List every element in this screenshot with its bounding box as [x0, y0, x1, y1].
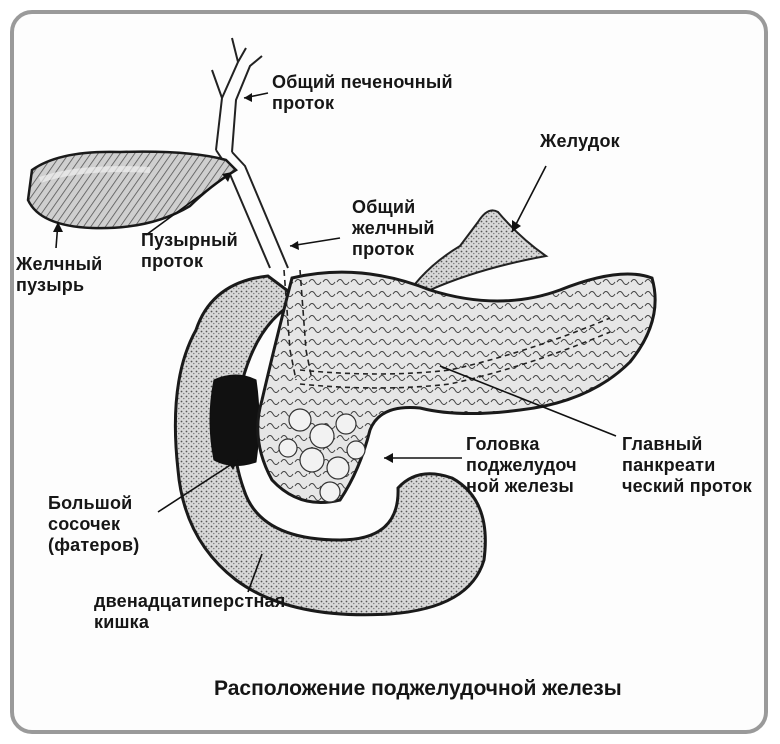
label-common-bile-duct: Общий желчный проток	[352, 197, 435, 259]
label-gallbladder: Желчный пузырь	[16, 254, 103, 295]
pointer-arrowheads	[53, 93, 521, 470]
label-cystic-duct: Пузырный проток	[141, 230, 238, 271]
duodenum	[173, 274, 487, 617]
gallbladder	[26, 150, 239, 230]
label-major-papilla: Большой сосочек (фатеров)	[48, 493, 140, 555]
stomach	[397, 209, 549, 309]
label-common-hepatic-duct: Общий печеночный проток	[272, 72, 453, 113]
label-stomach: Желудок	[540, 131, 620, 151]
common-bile-duct-dashed	[283, 269, 313, 381]
label-duodenum: двенадцатиперстная кишка	[94, 591, 286, 632]
pancreas	[256, 270, 657, 504]
label-pancreas-head: Головка поджелудоч ной железы	[466, 434, 577, 496]
figure-caption: Расположение поджелудочной железы	[214, 677, 622, 700]
label-main-pancreatic-duct: Главный панкреати ческий проток	[622, 434, 752, 496]
